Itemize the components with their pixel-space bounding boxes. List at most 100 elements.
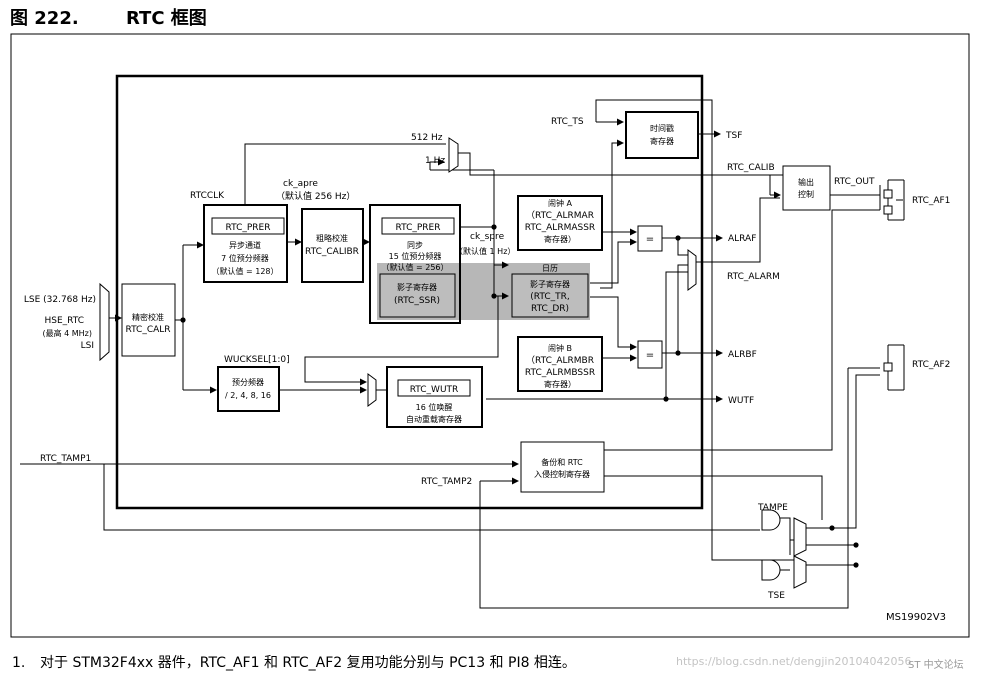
rtc-af1-label: RTC_AF1 [912,196,950,206]
compare-a-symbol: = [646,234,654,245]
figure-code: MS19902V3 [886,612,946,623]
alarm-a-line4: 寄存器） [544,234,576,244]
wutr-reg-label: RTC_WUTR [410,385,459,395]
outer-frame [10,33,970,638]
hz-mux [448,137,459,173]
async-line1: 异步通道 [229,240,261,250]
ck-spre-note: （默认值 1 Hz） [455,246,515,256]
tsf-label: TSF [725,131,742,141]
calendar-shadow-reg [511,273,589,318]
sync-line2: 15 位预分频器 [389,251,442,261]
alarm-mux [687,249,697,291]
tamp-mux-2 [793,555,807,589]
calibr-line1: 粗略校准 [316,233,348,243]
footnote-index: 1. [12,655,26,671]
rtc-af2-label: RTC_AF2 [912,360,950,370]
prediv-line1: 预分频器 [232,377,264,387]
wutr-block [386,366,483,428]
lse-label: LSE (32.768 Hz) [24,295,96,305]
compare-b-block [637,340,663,369]
backup-line2: 入侵控制寄存器 [534,469,590,479]
footnote-text: 对于 STM32F4xx 器件，RTC_AF1 和 RTC_AF2 复用功能分别… [40,655,576,671]
compare-a-block [637,225,663,252]
figure-name: RTC 框图 [126,8,207,29]
calibr-block [301,208,364,283]
watermark: https://blog.csdn.net/dengjin20104042056 [676,655,912,668]
alarm-a-line1: 闹钟 A [548,198,573,208]
timestamp-block [625,111,699,159]
prediv-block [217,366,280,412]
output-line1: 输出 [798,177,814,187]
prediv-line2: / 2, 4, 8, 16 [225,391,271,400]
timestamp-line2: 寄存器 [650,136,674,146]
alarm-b-line1: 闹钟 B [548,343,572,353]
alarm-a-line3: RTC_ALRMASSR [525,223,595,233]
tampe-and-gate [761,509,781,531]
wutr-line1: 16 位唤醒 [416,402,453,412]
sync-prescaler-block [369,204,461,324]
alarm-b-block [517,336,603,392]
calendar-line2: (RTC_TR, [530,292,569,302]
alarm-b-line3: RTC_ALRMBSSR [525,368,595,378]
output-control-block [782,165,831,211]
backup-block [520,441,605,493]
async-line2: 7 位预分频器 [221,253,269,263]
calendar-label: 日历 [542,264,558,273]
hse-note: (最高 4 MHz) [42,328,92,338]
calr-line2: RTC_CALR [125,325,170,335]
calendar-line1: 影子寄存器 [530,279,570,289]
tampe-label: TAMPE [757,503,788,513]
sync-line1: 同步 [407,241,423,250]
f512-label: 512 Hz [411,133,443,143]
lsi-label: LSI [81,341,94,351]
af2-pin [883,344,905,391]
rtc-calib-label: RTC_CALIB [727,163,775,173]
async-prer-reg [211,217,285,235]
alarm-a-block [517,195,603,251]
output-line2: 控制 [798,189,814,199]
wucksel-label: WUCKSEL[1:0] [224,355,290,365]
ck-apre-note: （默认值 256 Hz） [276,190,355,202]
async-line3: （默认值 = 128） [211,266,278,276]
rtc-ts-label: RTC_TS [551,117,584,127]
rtc-alarm-label: RTC_ALARM [727,272,780,282]
hse-label: HSE_RTC [44,316,84,326]
af1-pin [883,179,905,221]
ssr-line1: 影子寄存器 [397,282,437,292]
calr-line1: 精密校准 [132,312,164,322]
rtc-tamp1-label: RTC_TAMP1 [40,454,91,464]
tamp-mux-1 [793,517,807,557]
backup-line1: 备份和 RTC [541,457,583,467]
async-prer-label: RTC_PRER [226,223,271,233]
brand-logo-text: ST 中文论坛 [908,660,964,671]
input-mux [99,282,110,362]
wutr-reg [397,379,471,397]
alarm-a-line2: （RTC_ALRMAR [526,210,594,221]
sync-prer-label: RTC_PRER [396,223,441,233]
calr-block [121,283,176,357]
calendar-line3: RTC_DR) [531,304,569,314]
ck-apre-label: ck_apre [283,179,318,189]
calibr-line2: RTC_CALIBR [305,247,359,257]
wakeup-mux [367,373,377,407]
rtc-tamp2-label: RTC_TAMP2 [421,477,472,487]
rtc-core-frame [115,74,704,510]
f1-label: 1 Hz [425,156,445,166]
ck-spre-label: ck_spre [470,232,505,242]
sync-line3: （默认值 = 256） [381,262,448,272]
wutf-label: WUTF [728,396,754,406]
timestamp-line1: 时间戳 [650,123,674,133]
tse-label: TSE [767,591,785,601]
rtc-out-label: RTC_OUT [834,177,875,187]
compare-b-symbol: = [646,350,654,361]
ssr-shadow-reg [379,273,456,318]
alraf-label: ALRAF [728,234,756,244]
sync-prer-reg [381,217,455,235]
wutr-line2: 自动重载寄存器 [406,414,462,424]
alarm-b-line2: （RTC_ALRMBR [526,355,594,366]
ssr-line2: (RTC_SSR) [394,296,440,306]
alrbf-label: ALRBF [728,350,757,360]
figure-number: 图 222. [10,8,79,29]
alarm-b-line4: 寄存器） [544,379,576,389]
